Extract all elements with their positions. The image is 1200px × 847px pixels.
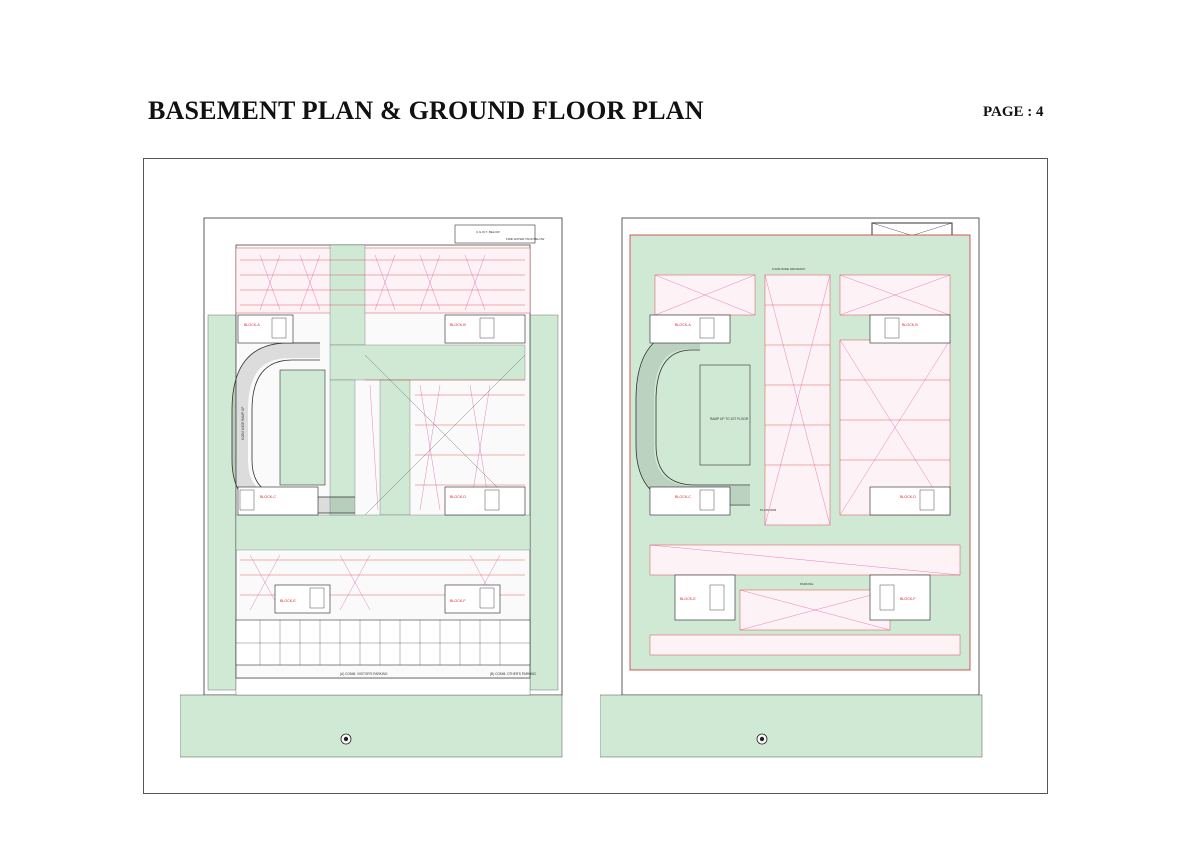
fire-tank-label: FIRE WATER TANK BELOW	[506, 237, 545, 241]
ugwt-label: U.G.W.T. BELOW	[476, 230, 500, 234]
north-arrow-icon	[756, 733, 768, 745]
basement-block-label: BLOCK-B	[450, 323, 466, 327]
ramp-up-label: 6.00M WIDE RAMP UP	[241, 407, 245, 440]
basement-block-label: BLOCK-A	[244, 323, 260, 327]
north-arrow-icon	[340, 733, 352, 745]
platform-label: PLATFORM	[760, 508, 777, 512]
basement-block-label: BLOCK-F	[450, 599, 466, 603]
ground-block-label: BLOCK-F	[900, 597, 916, 601]
page-title: BASEMENT PLAN & GROUND FLOOR PLAN	[148, 96, 704, 125]
ground-block-label: BLOCK-E	[680, 597, 696, 601]
ground-block-label: BLOCK-B	[902, 323, 918, 327]
ground-block-label: BLOCK-A	[675, 323, 691, 327]
basement-plan-drawing: U.G.W.T. BELOW FIRE WATER TANK BELOW 6.0…	[180, 217, 563, 758]
ground-floor-plan-drawing: RAMP UP TO 1ST FLOOR BLOCK-A BLOCK-B BLO…	[600, 217, 983, 758]
basement-block-label: BLOCK-C	[260, 495, 276, 499]
visitor-parking-label: (A) COMM. VISITOR'S PARKING	[340, 672, 388, 676]
basement-block-label: BLOCK-E	[280, 599, 296, 603]
driveway-label: 6.00M WIDE DRIVEWAY	[772, 267, 806, 271]
basement-block-label: BLOCK-D	[450, 495, 466, 499]
ramp-label: RAMP UP TO 1ST FLOOR	[710, 417, 749, 421]
ground-block-label: BLOCK-D	[900, 495, 916, 499]
ground-block-label: BLOCK-C	[675, 495, 691, 499]
page-number: PAGE : 4	[983, 104, 1044, 120]
parking-label: PARKING	[800, 582, 814, 586]
drawing-frame	[143, 158, 1048, 794]
others-parking-label: (B) COMM. OTHER'S PARKING	[490, 672, 536, 676]
